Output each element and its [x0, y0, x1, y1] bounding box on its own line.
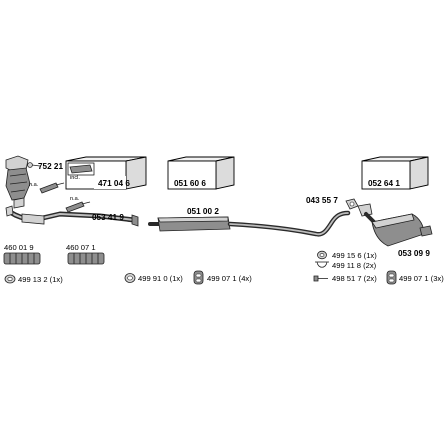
label-na-2: n.a.	[70, 196, 80, 202]
part-number-498517: 498 51 7 (2x)	[332, 274, 377, 283]
part-number-471046: 471 04 6	[98, 179, 130, 188]
part-number-053419: 053 41 9	[92, 213, 124, 222]
bolt-icon[interactable]	[313, 275, 328, 282]
pipe-icon[interactable]	[5, 205, 139, 227]
rubber-mount-icon[interactable]	[386, 270, 397, 285]
gasket-ring-icon[interactable]	[4, 274, 16, 284]
kit-box-icon[interactable]	[361, 156, 429, 190]
gasket-ring-icon[interactable]	[317, 250, 327, 260]
rubber-mount-icon[interactable]	[193, 270, 204, 285]
part-number-499910: 499 91 0 (1x)	[138, 274, 183, 283]
part-number-499118: 499 11 8 (2x)	[332, 261, 377, 270]
clamp-icon[interactable]	[3, 252, 41, 265]
silencer-icon[interactable]	[357, 203, 433, 247]
part-number-499132: 499 13 2 (1x)	[18, 275, 63, 284]
part-number-752213: 752 21 3	[38, 162, 70, 171]
clamp-icon[interactable]	[67, 252, 105, 265]
part-number-499071-3x: 499 07 1 (3x)	[399, 274, 444, 283]
catalytic-converter-icon[interactable]	[5, 155, 41, 209]
silencer-icon[interactable]	[148, 210, 351, 237]
part-number-499071-4x: 499 07 1 (4x)	[207, 274, 252, 283]
clamp-icon[interactable]	[315, 261, 329, 268]
part-number-499156: 499 15 6 (1x)	[332, 251, 377, 260]
part-number-460019: 460 01 9	[4, 243, 34, 252]
part-number-051002: 051 00 2	[187, 207, 219, 216]
part-number-051606: 051 60 6	[174, 179, 206, 188]
kit-box-icon[interactable]	[65, 156, 147, 190]
label-incl: incl.	[70, 175, 80, 181]
label-na-1: n.a.	[29, 182, 39, 188]
part-number-053099: 053 09 9	[398, 249, 430, 258]
part-number-052641: 052 64 1	[368, 179, 400, 188]
heat-shield-icon[interactable]	[345, 198, 359, 210]
gasket-ring-icon[interactable]	[124, 273, 136, 283]
lambda-sensor-icon[interactable]	[65, 201, 91, 213]
lambda-sensor-icon[interactable]	[39, 182, 65, 194]
kit-box-icon[interactable]	[167, 156, 235, 190]
part-number-460071: 460 07 1	[66, 243, 96, 252]
part-number-043557: 043 55 7	[306, 196, 338, 205]
